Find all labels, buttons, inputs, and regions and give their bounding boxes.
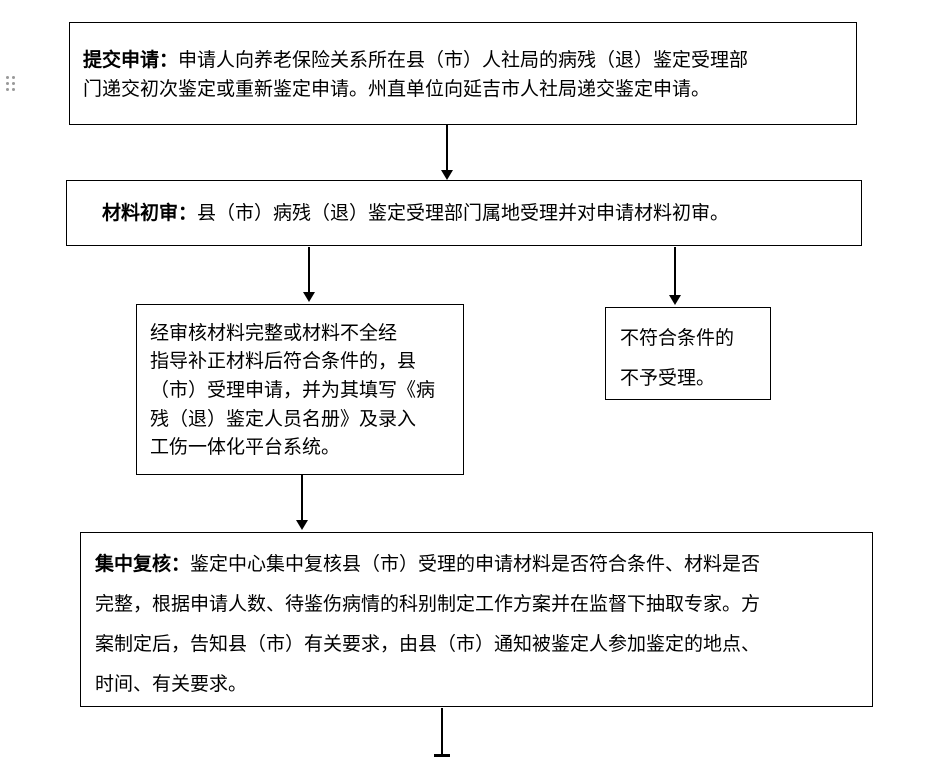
step-line: 残（退）鉴定人员名册》及录入 xyxy=(150,408,417,430)
step-line: 时间、有关要求。 xyxy=(95,673,248,695)
step-line: 案制定后，告知县（市）有关要求，由县（市）通知被鉴定人参加鉴定的地点、 xyxy=(95,633,761,655)
step-line: （市）受理申请，并为其填写《病 xyxy=(150,379,436,401)
step-text: 申请人向养老保险关系所在县（市）人社局的病残（退）鉴定受理部 xyxy=(178,49,749,71)
step-line: 不符合条件的 xyxy=(620,327,735,349)
step-line: 工伤一体化平台系统。 xyxy=(150,436,341,458)
step-title: 提交申请： xyxy=(83,49,179,71)
step-line: 门递交初次鉴定或重新鉴定申请。州直单位向延吉市人社局递交鉴定申请。 xyxy=(83,78,711,100)
step-title: 材料初审： xyxy=(102,202,198,224)
step-title: 集中复核： xyxy=(95,553,191,575)
step-initial-review: 材料初审：县（市）病残（退）鉴定受理部门属地受理并对申请材料初审。 xyxy=(66,180,862,246)
step-rejected: 不符合条件的 不予受理。 xyxy=(605,307,771,400)
arrow-head xyxy=(441,170,453,180)
arrow-head xyxy=(669,295,681,305)
step-line: 经审核材料完整或材料不全经 xyxy=(150,322,398,344)
step-central-review: 集中复核：鉴定中心集中复核县（市）受理的申请材料是否符合条件、材料是否 完整，根… xyxy=(80,532,873,707)
arrow-head xyxy=(434,754,450,757)
arrow-head xyxy=(303,292,315,302)
step-accepted: 经审核材料完整或材料不全经 指导补正材料后符合条件的，县 （市）受理申请，并为其… xyxy=(136,304,464,475)
arrow-head xyxy=(296,520,308,530)
arrow-line xyxy=(674,247,676,296)
drag-handle-icon[interactable] xyxy=(6,76,18,94)
arrow-line xyxy=(301,475,303,521)
step-text: 县（市）病残（退）鉴定受理部门属地受理并对申请材料初审。 xyxy=(197,202,730,224)
step-submit-application: 提交申请：申请人向养老保险关系所在县（市）人社局的病残（退）鉴定受理部 门递交初… xyxy=(69,22,857,125)
step-line: 指导补正材料后符合条件的，县 xyxy=(150,350,417,372)
step-line: 提交申请：申请人向养老保险关系所在县（市）人社局的病残（退）鉴定受理部 xyxy=(83,49,748,71)
step-text: 鉴定中心集中复核县（市）受理的申请材料是否符合条件、材料是否 xyxy=(190,553,761,575)
arrow-line xyxy=(446,125,448,171)
step-line: 不予受理。 xyxy=(620,367,716,389)
step-line: 集中复核：鉴定中心集中复核县（市）受理的申请材料是否符合条件、材料是否 xyxy=(95,553,760,575)
arrow-line xyxy=(308,247,310,293)
step-line: 材料初审：县（市）病残（退）鉴定受理部门属地受理并对申请材料初审。 xyxy=(102,202,729,224)
arrow-line xyxy=(441,708,443,757)
step-line: 完整，根据申请人数、待鉴伤病情的科别制定工作方案并在监督下抽取专家。方 xyxy=(95,593,761,615)
